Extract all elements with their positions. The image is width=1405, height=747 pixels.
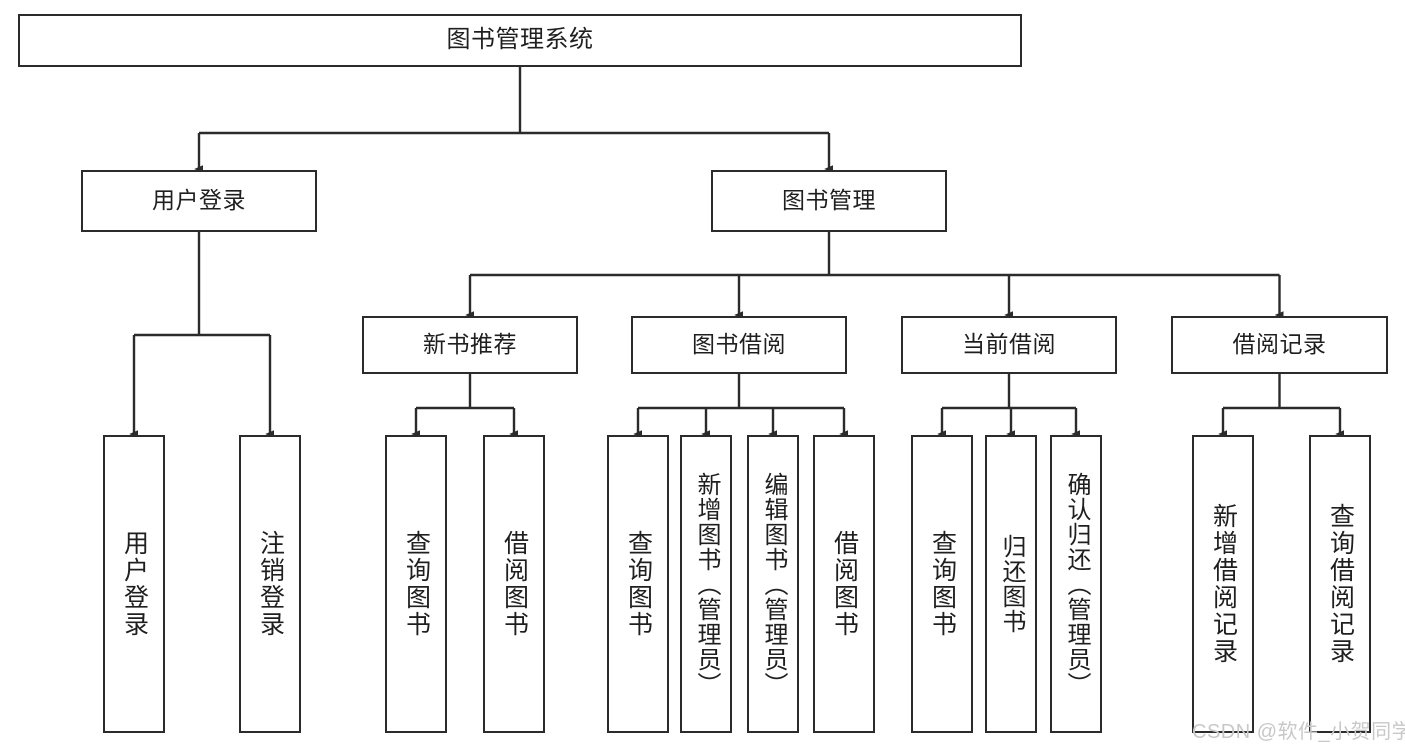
node-label-nb-query: 查询图书	[402, 530, 431, 638]
node-cb-confirm[interactable]: 确认归还（管理员）	[1050, 435, 1102, 733]
node-label-borrow: 图书借阅	[692, 331, 786, 358]
node-borrow[interactable]: 图书借阅	[631, 316, 847, 374]
edge-group	[129, 67, 1345, 438]
node-label-bw-query: 查询图书	[624, 530, 653, 638]
watermark-label: CSDN @软件_小贺同学	[1192, 721, 1405, 743]
node-nb-borrow[interactable]: 借阅图书	[483, 435, 545, 733]
node-label-cb-return: 归还图书	[998, 534, 1025, 634]
node-label-login: 用户登录	[152, 187, 246, 214]
node-label-nb-borrow: 借阅图书	[500, 530, 529, 638]
node-label-rc-query: 查询借阅记录	[1326, 503, 1355, 665]
node-label-bw-edit: 编辑图书（管理员）	[760, 471, 787, 697]
node-label-newbook: 新书推荐	[423, 331, 517, 358]
node-label-bw-borrow: 借阅图书	[830, 530, 859, 638]
node-cb-return[interactable]: 归还图书	[985, 435, 1037, 733]
node-rc-add[interactable]: 新增借阅记录	[1192, 435, 1254, 733]
node-records[interactable]: 借阅记录	[1171, 316, 1388, 374]
node-label-login-in: 用户登录	[120, 530, 149, 638]
node-login[interactable]: 用户登录	[81, 170, 317, 232]
node-login-out[interactable]: 注销登录	[239, 435, 301, 733]
node-label-cb-confirm: 确认归还（管理员）	[1063, 471, 1090, 697]
node-bookmgmt[interactable]: 图书管理	[711, 170, 947, 232]
node-label-login-out: 注销登录	[256, 530, 285, 638]
node-rc-query[interactable]: 查询借阅记录	[1309, 435, 1371, 733]
node-bw-borrow[interactable]: 借阅图书	[813, 435, 875, 733]
node-newbook[interactable]: 新书推荐	[362, 316, 578, 374]
node-label-records: 借阅记录	[1232, 331, 1327, 358]
node-bw-query[interactable]: 查询图书	[607, 435, 669, 733]
node-label-rc-add: 新增借阅记录	[1209, 503, 1238, 665]
node-bw-add[interactable]: 新增图书（管理员）	[680, 435, 732, 733]
node-label-current: 当前借阅	[962, 331, 1056, 358]
node-current[interactable]: 当前借阅	[901, 316, 1117, 374]
node-nb-query[interactable]: 查询图书	[385, 435, 447, 733]
node-label-root: 图书管理系统	[446, 26, 594, 54]
node-label-bw-add: 新增图书（管理员）	[693, 471, 720, 697]
node-root[interactable]: 图书管理系统	[18, 14, 1022, 67]
node-label-cb-query: 查询图书	[928, 530, 957, 638]
node-login-in[interactable]: 用户登录	[103, 435, 165, 733]
node-bw-edit[interactable]: 编辑图书（管理员）	[747, 435, 799, 733]
node-label-bookmgmt: 图书管理	[782, 187, 876, 214]
node-cb-query[interactable]: 查询图书	[911, 435, 973, 733]
